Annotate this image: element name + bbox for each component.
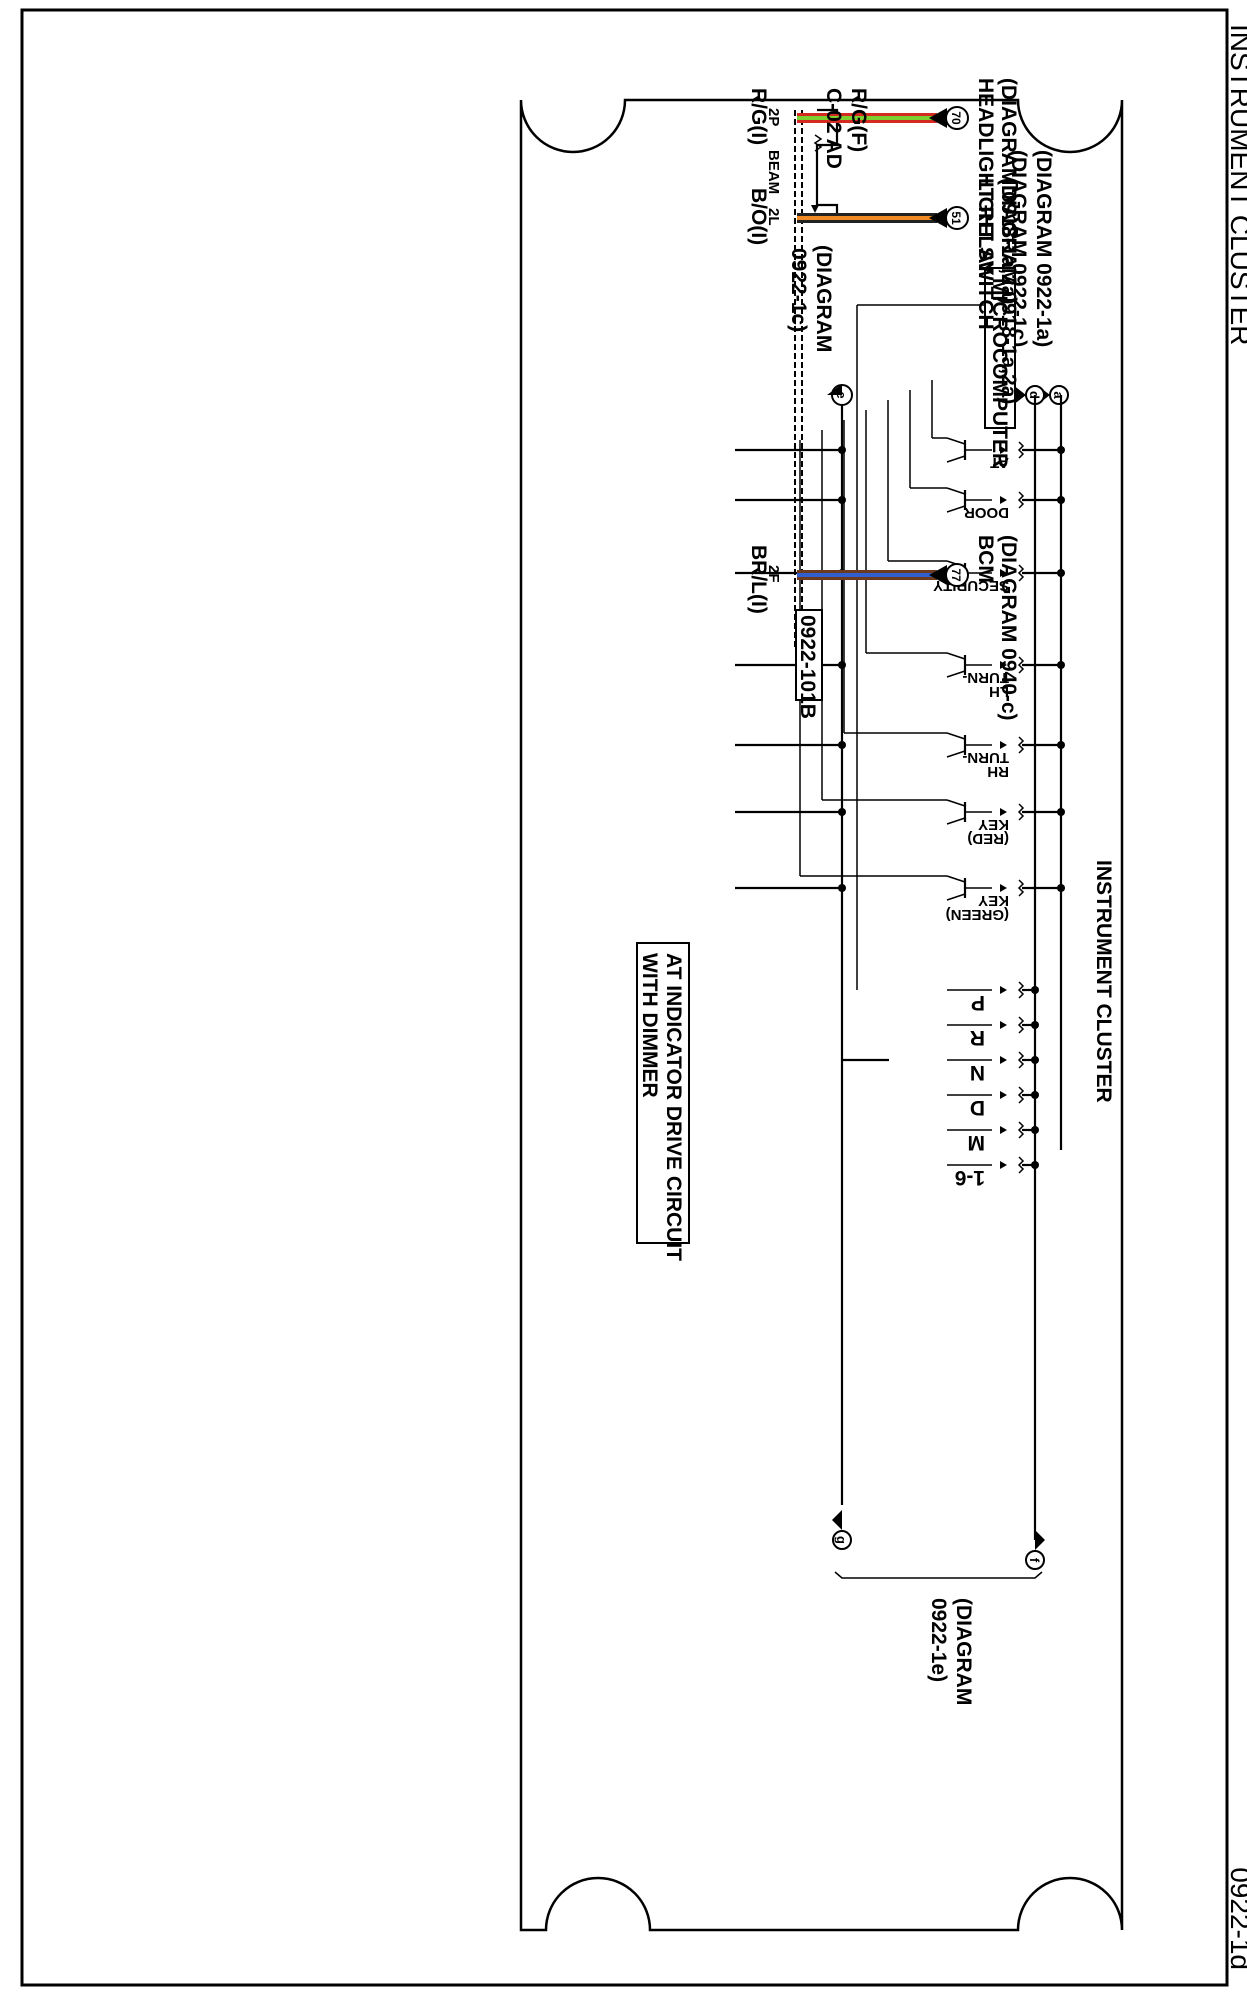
bottom-ref-line1: (DIAGRAM — [952, 1598, 975, 1705]
wire-destination: LIGHT SWITCH — [974, 178, 997, 330]
indicator-label-2: RH — [987, 763, 1009, 780]
svg-text:a: a — [1051, 391, 1066, 399]
beam-label: BEAM — [765, 150, 782, 194]
pin-label: 2F — [765, 565, 782, 583]
marker-g-icon: g — [832, 1510, 852, 1550]
at-position-1-6: 1-6 — [947, 1156, 1039, 1189]
at-drive-line1: AT INDICATOR DRIVE CIRCUIT — [662, 953, 685, 1261]
pin-label: 2P — [765, 108, 782, 126]
wire-color-code: BR/L(I) — [747, 545, 770, 614]
diag-e-line1: (DIAGRAM — [812, 245, 835, 352]
at-position-label: 1-6 — [955, 1166, 985, 1189]
wire-2P: 70 2PR/G(I) HEADLIGHT RELAY(DIAGRAM 0918-1… — [747, 78, 1020, 304]
at-position-label: P — [971, 991, 985, 1014]
node-number: 77 — [949, 568, 963, 582]
node-number: 51 — [949, 211, 963, 225]
indicator-label: KEY — [978, 892, 1009, 909]
at-position-M: M — [947, 1121, 1039, 1154]
microcomputer-label: MICROCOMPUTER — [988, 278, 1011, 468]
bottom-bracket — [834, 1571, 1043, 1579]
indicator-label-2: (GREEN) — [946, 906, 1009, 923]
connector-ref-box — [795, 609, 823, 701]
at-drive-box — [636, 942, 690, 1244]
pin-label: 2L — [765, 208, 782, 226]
page-title: INSTRUMENT CLUSTER — [1225, 24, 1247, 346]
at-position-label: N — [970, 1061, 985, 1084]
external-wires: 70 2PR/G(I) HEADLIGHT RELAY(DIAGRAM 0918-1… — [747, 78, 1020, 721]
at-drive-line2: WITH DIMMER — [638, 953, 661, 1098]
wire-destination: BCM — [974, 535, 997, 583]
connector-ref-label: 0922-101B — [796, 615, 819, 719]
cluster-label: INSTRUMENT CLUSTER — [1092, 860, 1115, 1103]
bottom-ref-line2: 0922-1e) — [927, 1598, 950, 1682]
indicator-label: TURN- — [962, 669, 1009, 686]
node-number: 70 — [949, 111, 963, 125]
page-id: 0922-1d — [1225, 1867, 1247, 1970]
at-position-R: R — [947, 1016, 1039, 1049]
svg-text:f: f — [1027, 1558, 1042, 1563]
beam-lamp — [811, 108, 839, 218]
diag-e-line2: 0922-1c) — [787, 248, 810, 332]
at-position-label: D — [970, 1096, 985, 1119]
at-position-label: M — [968, 1131, 986, 1154]
page-frame — [20, 8, 1229, 1987]
marker-f-icon: f — [1025, 1530, 1045, 1570]
wire-destination-diagram: (DIAGRAM 0918-1a,2a) — [997, 78, 1020, 304]
wire-color-code-2: R/G(F) — [847, 88, 870, 152]
instrument-cluster-outline — [519, 98, 1124, 1932]
microcomputer-box — [984, 267, 1016, 429]
wire-color-code: R/G(I) — [747, 88, 770, 145]
wire-color-code: B/O(I) — [747, 188, 770, 245]
indicator-label: TURN- — [962, 749, 1009, 766]
wire-destination: HEADLIGHT RELAY — [974, 78, 997, 276]
indicator-group: ATDOORSECURITYTURN-LHTURN-RHKEY(RED)KEY(… — [735, 380, 1065, 923]
marker-e-icon: e — [827, 384, 853, 406]
connector-name: C-02 AD — [822, 88, 845, 169]
wire-destination-diagram: (DIAGRAM 0940-c) — [997, 535, 1020, 721]
indicator-label: AT — [990, 454, 1009, 471]
indicator-label: DOOR — [964, 504, 1009, 521]
indicator-1: DOOR — [735, 390, 1065, 521]
svg-text:g: g — [834, 1536, 849, 1544]
at-position-P: P — [947, 981, 1039, 1014]
ref-diagram-a: (DIAGRAM 0922-1a) — [1032, 150, 1055, 347]
at-position-label: R — [970, 1026, 985, 1049]
wire-destination-diagram: (DIAGRAM 0918-1a,2a) — [997, 178, 1020, 404]
indicator-label: KEY — [978, 816, 1009, 833]
indicator-label-2: LH — [989, 683, 1009, 700]
wire-2L: 51 2LB/O(I) LIGHT SWITCH(DIAGRAM 0918-1a,2… — [747, 178, 1020, 404]
at-position-N: N — [947, 1051, 1039, 1084]
at-position-D: D — [947, 1086, 1039, 1119]
indicator-label-2: (RED) — [967, 830, 1009, 847]
